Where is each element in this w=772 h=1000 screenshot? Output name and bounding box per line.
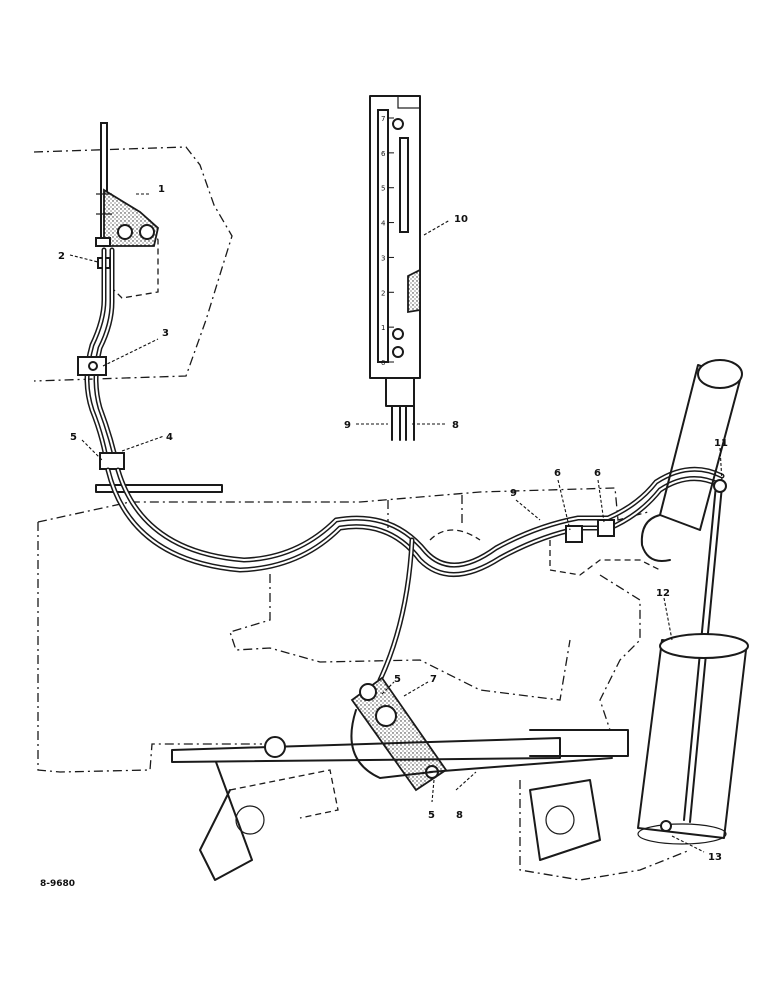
drawing-code: 8-9680 [40,879,75,889]
seat-outline [33,146,233,382]
main-tube-run [105,466,725,683]
gauge-scale-label: 1 [381,324,385,332]
callout-4: 4 [166,432,173,443]
callout-9a: 9 [344,420,351,431]
callout-8a: 8 [452,420,459,431]
gauge-scale-label: 5 [381,185,385,193]
callout-6a: 6 [554,468,561,479]
gauge-scale-label: 3 [381,254,385,262]
callout-6b: 6 [594,468,601,479]
callout-5c: 5 [428,810,435,821]
callout-10: 10 [454,214,468,225]
gauge-scale-label: 4 [381,220,386,228]
callout-5b: 5 [394,674,401,685]
height-gauge: 0 1 2 3 4 5 6 7 [369,95,421,441]
callout-1: 1 [158,184,165,195]
callout-8b: 8 [456,810,463,821]
remote-cylinder-assembly [637,359,749,845]
gauge-scale-label: 0 [381,359,385,367]
callout-9b: 9 [510,488,517,499]
callout-11: 11 [714,438,728,449]
callout-leaders [69,193,723,853]
callout-labels: 1 2 3 4 5 5 5 6 6 7 8 8 9 9 10 11 12 13 [58,184,728,863]
callout-13: 13 [708,852,722,863]
control-lever-bracket [95,122,159,269]
callout-7: 7 [430,674,437,685]
callout-3: 3 [162,328,169,339]
upper-tubing [77,247,125,473]
support-plate [95,484,223,493]
gauge-scale: 0 1 2 3 4 5 6 7 [381,115,394,367]
callout-2: 2 [58,251,65,262]
gauge-scale-label: 2 [381,289,385,297]
gauge-scale-label: 6 [381,150,386,158]
gauge-scale-label: 7 [381,115,385,123]
lift-links [171,729,691,881]
rockshaft-arm [350,676,448,792]
callout-12: 12 [656,588,670,599]
callout-5a: 5 [70,432,77,443]
